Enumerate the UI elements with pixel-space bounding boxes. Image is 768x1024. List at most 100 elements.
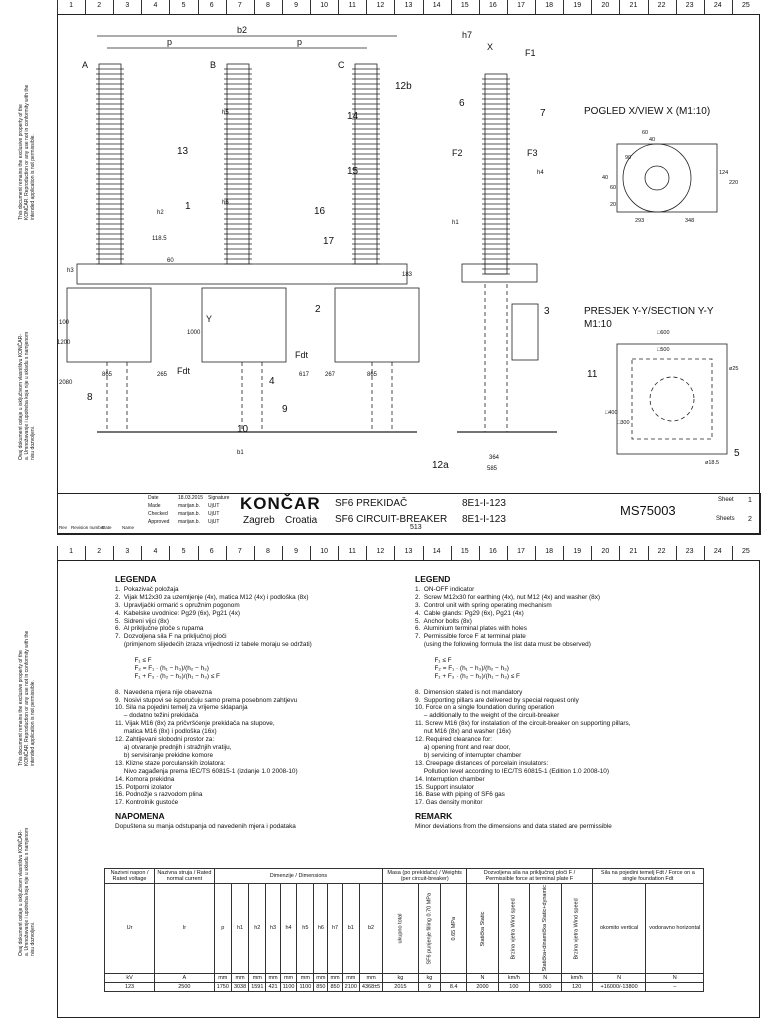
dim-865-2: 865	[367, 372, 378, 378]
legend-item: nut M16 (8x) and washer (16x)	[415, 728, 511, 736]
ruler-number: 20	[601, 2, 610, 9]
table-cell: 2500	[154, 981, 215, 992]
legend-item: F₂ = F₁ · (h₁ − h₃)/(h₂ − h₃)	[415, 664, 509, 672]
legend-item: 17. Gas density monitor	[415, 799, 483, 807]
ruler-number: 7	[237, 2, 242, 9]
table-header-voltage: Nazivni napon / Rated voltage	[103, 868, 156, 884]
ruler-tick	[253, 0, 255, 14]
table-header-force-foundation: Sila na pojedini temelj Fdt / Force on a…	[591, 868, 705, 884]
ruler-number: 14	[432, 2, 441, 9]
table-cell: +16000/-13800	[591, 981, 647, 992]
table-cell	[440, 972, 468, 983]
ruler-tick	[450, 546, 452, 560]
force-f1: F1	[525, 48, 536, 58]
table-cell: 1591	[248, 981, 267, 992]
title-block	[57, 493, 761, 535]
company-logo-text: KONČAR	[240, 494, 321, 513]
table-cell: 1750	[213, 981, 232, 992]
table-cell: kg	[417, 972, 442, 983]
force-f3: F3	[527, 148, 538, 158]
table-cell: mm	[313, 972, 329, 983]
ruler-tick	[478, 546, 480, 560]
ruler-tick	[57, 546, 58, 560]
ruler-tick	[310, 546, 312, 560]
dim-b2: b2	[237, 25, 247, 35]
legend-item: 8. Dimension stated is not mandatory	[415, 688, 523, 696]
table-cell: Ir	[154, 883, 215, 974]
table-cell: h7	[327, 883, 343, 974]
table-cell: h5	[296, 883, 315, 974]
ruler-number: 19	[573, 2, 582, 9]
force-f2: F2	[452, 148, 463, 158]
ruler-number: 3	[125, 2, 130, 9]
table-cell: 4368±5	[358, 981, 384, 992]
ruler-tick	[366, 0, 368, 14]
legend-croatian-title: LEGENDA	[115, 574, 157, 584]
ruler-tick	[422, 546, 424, 560]
note-english-text: Minor deviations from the dimensions and…	[415, 823, 612, 831]
table-cell: 8.4	[440, 981, 468, 992]
ruler-tick	[731, 546, 733, 560]
table-cell: 1100	[296, 981, 315, 992]
dim-h5: h5	[222, 110, 229, 116]
legend-item: 12. Zahtijevani slobodni prostor za:	[115, 736, 215, 744]
view-x-dim-40b: 40	[602, 175, 608, 181]
legend-item: – additionally to the weight of the circ…	[415, 712, 560, 720]
table-cell: 5000	[528, 981, 562, 992]
circuit-breaker-drawing: A B C b2 p p h7 X F1 F2 F3 Fdt Fdt POGLE…	[57, 25, 740, 472]
legend-item: F₁ ≤ F	[415, 657, 452, 665]
ruler-tick	[563, 546, 565, 560]
callout-number: 1	[185, 201, 191, 212]
ruler-number: 13	[404, 2, 413, 9]
ownership-note-croatian: Ovaj dokument ostaje u isključivom vlasn…	[18, 331, 36, 460]
legend-item: 5. Sidreni vijci (8x)	[115, 617, 169, 625]
company-city: Zagreb	[243, 515, 275, 526]
ruler-tick	[197, 0, 199, 14]
callout-number: 12a	[432, 460, 449, 471]
legend-item: – dodatno težini prekidača	[115, 712, 199, 720]
legend-item: Pollution level according to IEC/TS 6081…	[415, 767, 609, 775]
ruler-number: 1	[69, 548, 73, 555]
table-cell: N	[528, 972, 562, 983]
view-x-dim-60: 60	[642, 130, 648, 136]
ruler-number: 14	[432, 548, 441, 555]
title-english: SF6 CIRCUIT-BREAKER	[335, 514, 448, 525]
sheet-value: 1	[748, 497, 752, 504]
dim-p-2: p	[297, 37, 302, 47]
table-cell: kg	[382, 972, 419, 983]
type-code-1: 8E1-I-123	[462, 498, 506, 509]
dim-183: 183	[402, 272, 413, 278]
dim-h3: h3	[67, 268, 74, 274]
legend-item: 7. Dozvoljena sila F na priključnoj ploč…	[115, 633, 227, 641]
table-cell: N	[645, 972, 704, 983]
table-cell: mm	[296, 972, 315, 983]
table-cell: Ur	[103, 883, 156, 974]
dim-585: 585	[487, 466, 498, 472]
ruler-tick	[563, 0, 565, 14]
table-cell: h6	[313, 883, 329, 974]
table-cell: b1	[341, 883, 360, 974]
legend-item: b) servicing of interrupter chamber	[415, 751, 522, 759]
table-cell: 850	[327, 981, 343, 992]
legend-item: 3. Control unit with spring operating me…	[415, 601, 552, 609]
legend-item: 10. Force on a single foundation during …	[415, 704, 555, 712]
ownership-note-english-2: This document remains the exclusive prop…	[18, 630, 36, 766]
legend-item: Nivo zagađenja prema IEC/TS 60815-1 (izd…	[115, 767, 298, 775]
legend-item: F₁ + F₃ · (h₂ − h₃)/(h₁ − h₃) ≤ F	[115, 672, 220, 680]
legend-english-title: LEGEND	[415, 574, 451, 584]
legend-item: 13. Creepage distances of porcelain insu…	[415, 759, 549, 767]
approval-cell: 18.03.2015	[178, 495, 204, 501]
ruler-number: 2	[97, 548, 102, 555]
callout-number: 10	[237, 424, 249, 435]
legend-item: 4. Cable glands: Pg29 (6x), Pg21 (4x)	[415, 609, 524, 617]
note-croatian-text: Dopuštena su manja odstupanja od naveden…	[115, 823, 296, 831]
ruler-tick	[703, 0, 705, 14]
table-cell: 2100	[341, 981, 360, 992]
force-fdt-2: Fdt	[295, 350, 309, 360]
ruler-tick	[281, 546, 283, 560]
table-header-force-terminal: Dozvoljena sila na priključnoj ploči F /…	[466, 868, 593, 884]
dim-2080: 2080	[59, 380, 73, 386]
section-dim-500: □500	[657, 347, 670, 353]
dim-1000: 1000	[187, 330, 201, 336]
legend-item: a) opening front and rear door,	[415, 744, 511, 751]
